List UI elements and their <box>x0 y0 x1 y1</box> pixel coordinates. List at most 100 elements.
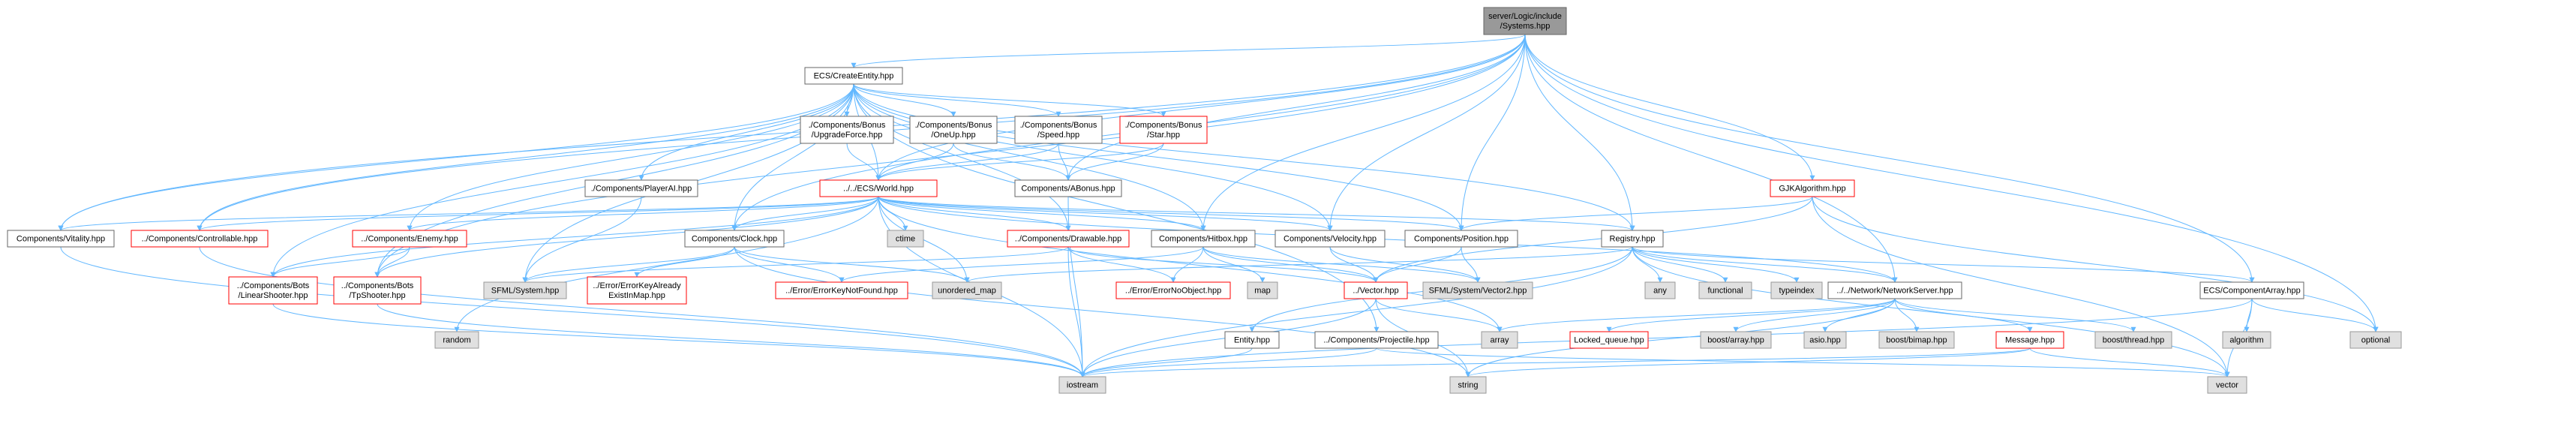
file-node-vectorHpp[interactable]: ../Vector.hpp <box>1344 281 1408 299</box>
file-node-speed[interactable]: ./Components/Bonus/Speed.hpp <box>1014 116 1103 144</box>
file-node-box <box>333 276 422 305</box>
dependency-edge <box>377 303 1085 377</box>
file-node-vector: vector <box>2207 376 2247 394</box>
file-node-label: /Systems.hpp <box>1500 22 1551 31</box>
file-node-errNoObject[interactable]: ../Error/ErrorNoObject.hpp <box>1115 281 1231 299</box>
file-node-clock[interactable]: Components/Clock.hpp <box>684 230 785 248</box>
file-node-label: iostream <box>1067 381 1098 390</box>
dependency-edge <box>853 83 1464 231</box>
file-node-enemy[interactable]: ../Components/Enemy.hpp <box>352 230 467 248</box>
file-node-drawable[interactable]: ../Components/Drawable.hpp <box>1007 230 1130 248</box>
file-node-box <box>2349 331 2402 349</box>
file-node-star[interactable]: ./Components/Bonus/Star.hpp <box>1119 116 1208 144</box>
file-node-componentArray[interactable]: ECS/ComponentArray.hpp <box>2199 281 2304 299</box>
file-node-entity[interactable]: Entity.hpp <box>1224 331 1280 349</box>
file-node-label: /OneUp.hpp <box>931 131 975 140</box>
dependency-edge <box>58 196 879 231</box>
file-node-tpShooter[interactable]: ../Components/Bots/TpShooter.hpp <box>333 276 422 305</box>
file-node-playerAI[interactable]: ./Components/PlayerAI.hpp <box>584 179 698 197</box>
file-node-label: ctime <box>896 235 915 244</box>
file-node-label: map <box>1254 287 1270 296</box>
file-node-label: asio.hpp <box>1809 336 1841 345</box>
file-node-gjk[interactable]: GJKAlgorithm.hpp <box>1770 179 1855 197</box>
dependency-edge <box>1079 347 1377 377</box>
file-node-errKeyNotFound[interactable]: ../Error/ErrorKeyNotFound.hpp <box>775 281 908 299</box>
file-node-lockedQueue[interactable]: Locked_queue.hpp <box>1569 331 1649 349</box>
file-node-box <box>1483 7 1567 35</box>
dependency-edge <box>1079 347 1253 377</box>
file-node-box <box>684 230 785 248</box>
file-node-box <box>1014 179 1122 197</box>
dependency-edge <box>270 196 879 278</box>
file-node-label: ECS/CreateEntity.hpp <box>814 72 894 81</box>
file-node-label: ./Components/Bonus <box>1020 121 1097 130</box>
dependency-edge <box>878 196 1464 231</box>
file-node-map: map <box>1247 281 1278 299</box>
dependency-edge <box>1375 298 1503 332</box>
file-node-optional: optional <box>2349 331 2402 349</box>
file-node-string: string <box>1449 376 1487 394</box>
file-node-box <box>2199 281 2304 299</box>
file-node-vitality[interactable]: Components/Vitality.hpp <box>7 230 115 248</box>
file-node-projectile[interactable]: ../Components/Projectile.hpp <box>1314 331 1439 349</box>
file-node-box <box>932 281 1002 299</box>
file-node-box <box>1422 281 1533 299</box>
file-node-label: vector <box>2216 381 2238 390</box>
file-node-label: ../Error/ErrorNoObject.hpp <box>1125 287 1221 296</box>
file-node-label: ../Components/Bots <box>237 281 310 290</box>
file-node-world[interactable]: ../../ECS/World.hpp <box>819 179 938 197</box>
file-node-label: server/Logic/include <box>1488 12 1562 21</box>
file-node-unorderedMap: unordered_map <box>932 281 1002 299</box>
dependency-edge <box>634 246 735 278</box>
file-node-label: unordered_map <box>938 287 996 296</box>
dependency-edge <box>638 83 854 181</box>
dependency-edge <box>270 246 410 278</box>
dependency-edge <box>1202 246 1481 283</box>
file-node-registry[interactable]: Registry.hpp <box>1601 230 1664 248</box>
file-node-root[interactable]: server/Logic/include/Systems.hpp <box>1483 7 1567 35</box>
file-node-networkServer[interactable]: ../../Network/NetworkServer.hpp <box>1827 281 1962 299</box>
file-node-box <box>584 179 698 197</box>
file-node-box <box>887 230 924 248</box>
file-node-ctime: ctime <box>887 230 924 248</box>
dependency-edge <box>58 83 854 231</box>
dependency-edge <box>1524 34 1815 181</box>
file-node-box <box>1224 331 1280 349</box>
file-node-box <box>1404 230 1518 248</box>
dependency-edge <box>853 83 1166 117</box>
file-node-velocity[interactable]: Components/Velocity.hpp <box>1274 230 1386 248</box>
dependency-edge <box>1465 298 1896 377</box>
dependency-edge <box>2251 298 2379 332</box>
file-node-box <box>1770 281 1823 299</box>
file-node-label: Registry.hpp <box>1610 235 1656 244</box>
file-node-message[interactable]: Message.hpp <box>1995 331 2064 349</box>
file-node-label: Components/ABonus.hpp <box>1021 185 1115 194</box>
file-node-asio: asio.hpp <box>1803 331 1847 349</box>
dependency-edge <box>1632 246 2230 377</box>
file-node-hitbox[interactable]: Components/Hitbox.hpp <box>1151 230 1256 248</box>
file-node-box <box>909 116 998 144</box>
file-node-label: ../Components/Projectile.hpp <box>1323 336 1429 345</box>
file-node-upgradeForce[interactable]: ./Components/Bonus/UpgradeForce.hpp <box>800 116 894 144</box>
file-node-box <box>2094 331 2172 349</box>
file-node-oneUp[interactable]: ./Components/Bonus/OneUp.hpp <box>909 116 998 144</box>
dependency-edge <box>1373 246 1462 283</box>
file-node-box <box>1007 230 1130 248</box>
file-node-box <box>587 276 687 305</box>
file-node-box <box>1770 179 1855 197</box>
file-node-abonus[interactable]: Components/ABonus.hpp <box>1014 179 1122 197</box>
file-node-controllable[interactable]: ../Components/Controllable.hpp <box>131 230 269 248</box>
dependency-edge <box>1894 298 2033 332</box>
file-node-linearShooter[interactable]: ../Components/Bots/LinearShooter.hpp <box>228 276 318 305</box>
dependency-edge <box>853 83 1333 231</box>
file-node-position[interactable]: Components/Position.hpp <box>1404 230 1518 248</box>
file-nodes: server/Logic/include/Systems.hppECS/Crea… <box>7 7 2402 394</box>
dependency-edge <box>1202 246 1265 283</box>
file-node-label: ./Components/Bonus <box>1125 121 1202 130</box>
dependency-edge <box>878 196 1206 231</box>
dependency-edge <box>270 83 854 278</box>
file-node-createEntity[interactable]: ECS/CreateEntity.hpp <box>804 67 903 85</box>
file-node-algorithm: algorithm <box>2222 331 2271 349</box>
file-node-box <box>1058 376 1106 394</box>
